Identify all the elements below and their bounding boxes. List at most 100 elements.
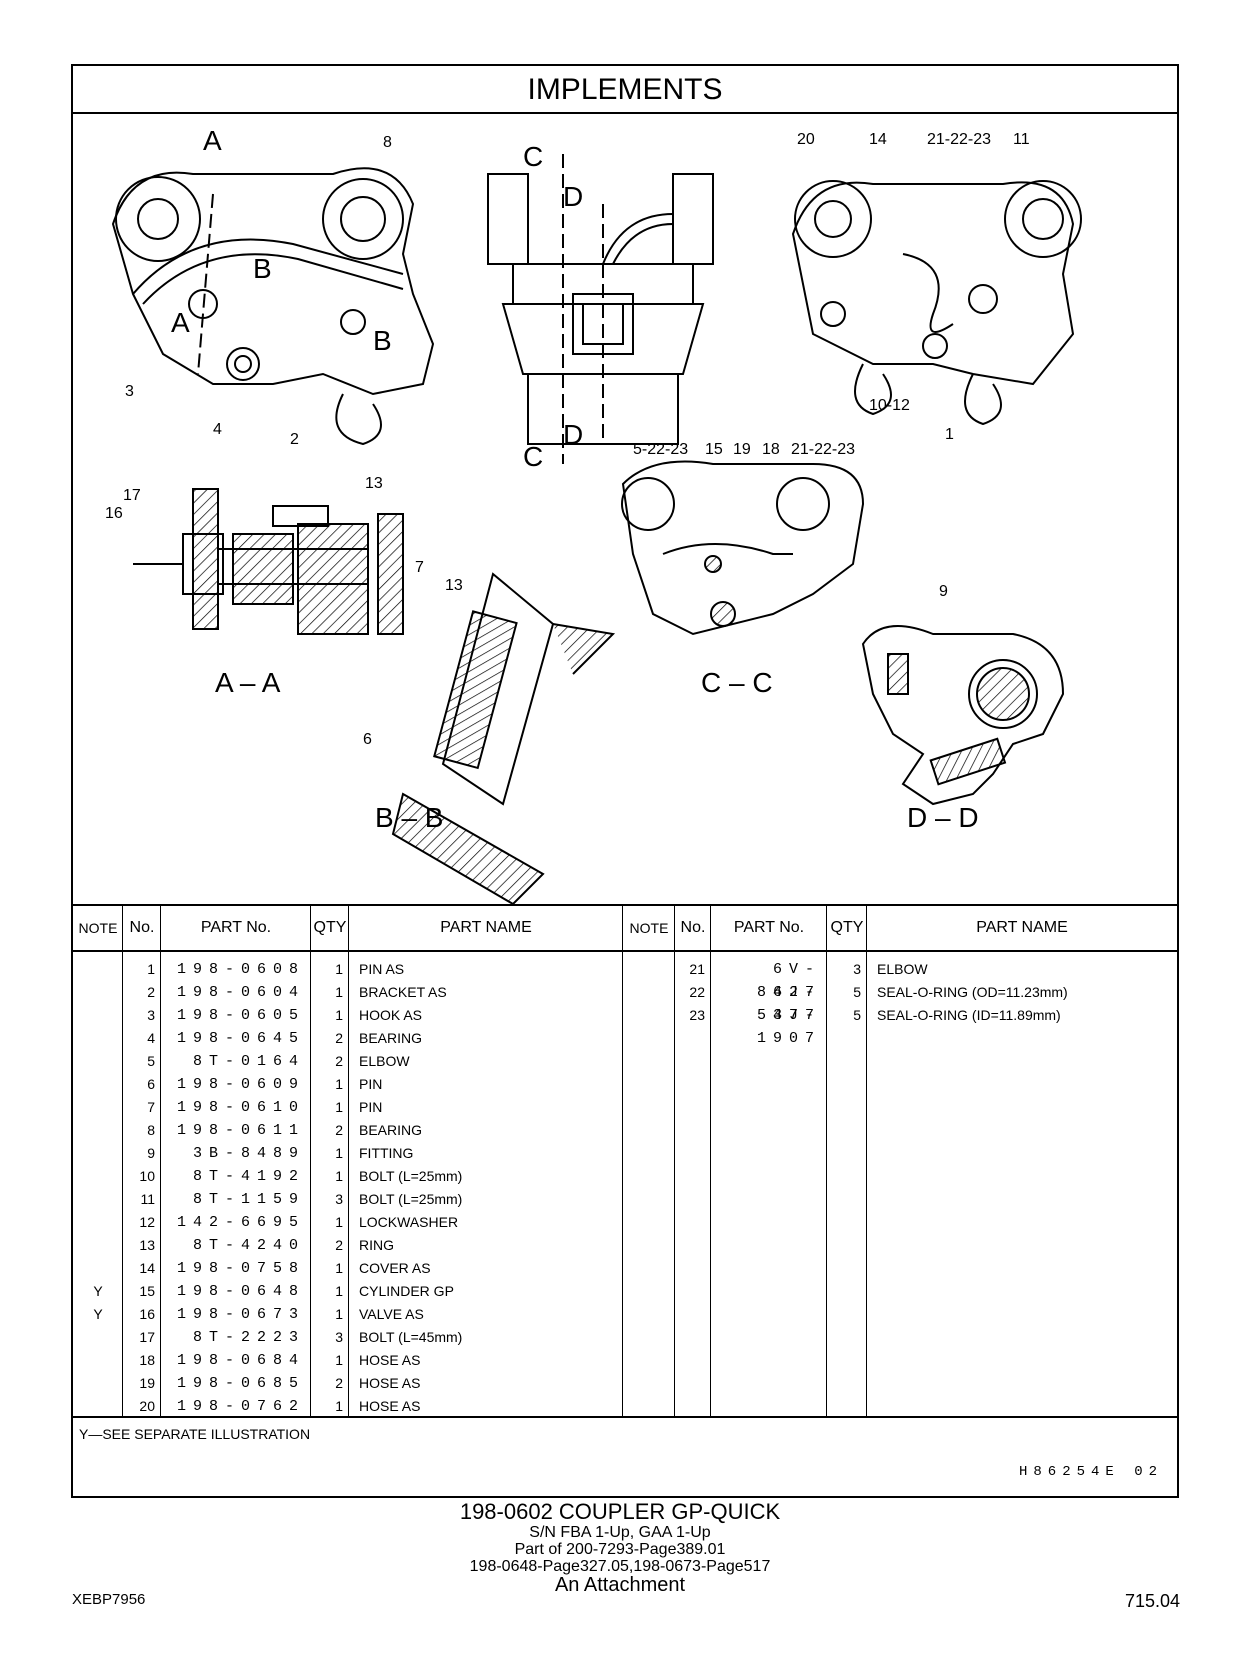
cell-no: 13 (139, 1237, 155, 1253)
section-dd-drawing (861, 625, 1065, 806)
cell-qty: 1 (335, 1352, 343, 1368)
cell-pn: 6V-8627 (756, 961, 821, 1001)
cell-no: 6 (147, 1076, 155, 1092)
cell-no: 5 (147, 1053, 155, 1069)
callout-18: 18 (762, 441, 780, 458)
callout-8: 8 (383, 134, 392, 151)
cell-name: RING (359, 1237, 394, 1253)
callout-19: 19 (733, 441, 751, 458)
section-marker-b-right: B (373, 325, 392, 356)
cell-no: 4 (147, 1030, 155, 1046)
drawing-code: H86254E 02 (1018, 1464, 1163, 1480)
cell-no: 17 (139, 1329, 155, 1345)
header-part-no-right: PART No. (711, 906, 827, 952)
cell-qty: 2 (335, 1237, 343, 1253)
callout-15: 15 (705, 441, 723, 458)
right-view-drawing (791, 180, 1082, 426)
cell-name: BRACKET AS (359, 984, 447, 1000)
cell-name: LOCKWASHER (359, 1214, 459, 1230)
cell-name: PIN (359, 1076, 383, 1092)
related-references: 198-0648-Page327.05,198-0673-Page517 (469, 1558, 771, 1575)
callout-7: 7 (415, 559, 424, 576)
cell-qty: 2 (335, 1053, 343, 1069)
cell-pn: 3B-8489 (192, 1145, 305, 1162)
cell-pn: 142-6695 (176, 1214, 305, 1231)
header-no-right: No. (675, 906, 711, 952)
cell-no: 11 (140, 1191, 155, 1207)
cell-name: BEARING (359, 1030, 423, 1046)
cell-pn: 8T-4240 (192, 1237, 305, 1254)
cell-qty: 1 (335, 984, 343, 1000)
cell-pn: 198-0758 (176, 1260, 305, 1277)
cell-pn: 198-0609 (176, 1076, 305, 1093)
callout-3: 3 (125, 383, 134, 400)
cell-name: BOLT (L=45mm) (359, 1329, 463, 1345)
cell-no: 12 (139, 1214, 155, 1230)
callout-4: 4 (213, 421, 222, 438)
callout-20: 20 (797, 131, 815, 148)
cell-name: SEAL-O-RING (OD=11.23mm) (877, 984, 1068, 1000)
cell-name: PIN (359, 1099, 383, 1115)
page-number: 715.04 (1124, 1591, 1180, 1611)
callout-1: 1 (945, 426, 954, 443)
header-qty: QTY (311, 906, 349, 952)
callout-9: 9 (939, 583, 948, 600)
cell-pn: 198-0645 (176, 1030, 305, 1047)
cell-name: CYLINDER GP (359, 1283, 454, 1299)
left-view-drawing (111, 167, 435, 446)
cell-no: 10 (139, 1168, 155, 1184)
cell-pn: 8T-0164 (192, 1053, 305, 1070)
section-marker-c-bottom: C (523, 441, 543, 472)
cell-qty: 3 (335, 1329, 343, 1345)
parent-reference: Part of 200-7293-Page389.01 (514, 1541, 726, 1558)
table-row: 13 8T-4240 2 RING (73, 1234, 623, 1257)
cell-no: 9 (147, 1145, 155, 1161)
cell-name: ELBOW (877, 961, 928, 977)
center-view-drawing (487, 154, 714, 464)
callout-10-12: 10-12 (869, 397, 910, 414)
cell-qty: 1 (335, 1145, 343, 1161)
cell-no: 2 (147, 984, 155, 1000)
cell-name: FITTING (359, 1145, 414, 1161)
publication-code: XEBP7956 (72, 1591, 146, 1608)
cell-pn: 198-0604 (176, 984, 305, 1001)
cell-name: HOSE AS (359, 1352, 421, 1368)
cell-qty: 1 (335, 1260, 343, 1276)
section-marker-b-left: B (253, 253, 272, 284)
header-no: No. (123, 906, 161, 952)
table-row: 2 198-0604 1 BRACKET AS (73, 981, 623, 1004)
cell-no: 14 (139, 1260, 155, 1276)
callout-21-22-23-mid: 21-22-23 (791, 441, 855, 458)
cell-qty: 2 (335, 1122, 343, 1138)
cell-no: 20 (139, 1398, 155, 1414)
cell-no: 1 (147, 961, 155, 977)
callout-13-bb: 13 (445, 577, 463, 594)
callout-21-22-23-top: 21-22-23 (927, 131, 991, 148)
cell-name: BOLT (L=25mm) (359, 1168, 463, 1184)
cell-name: HOSE AS (359, 1375, 421, 1391)
footnote-box: Y—SEE SEPARATE ILLUSTRATION H86254E 02 (73, 1416, 1177, 1496)
header-part-name: PART NAME (349, 906, 623, 952)
cell-qty: 5 (853, 984, 861, 1000)
cell-pn: 198-0608 (176, 961, 305, 978)
section-cc-drawing (621, 460, 865, 636)
cell-pn: 198-0605 (176, 1007, 305, 1024)
cell-no: 3 (147, 1007, 155, 1023)
header-note-right: NOTE (623, 906, 675, 952)
cell-no: 7 (147, 1099, 155, 1115)
header-note: NOTE (73, 906, 123, 952)
cell-pn: 8T-4192 (192, 1168, 305, 1185)
